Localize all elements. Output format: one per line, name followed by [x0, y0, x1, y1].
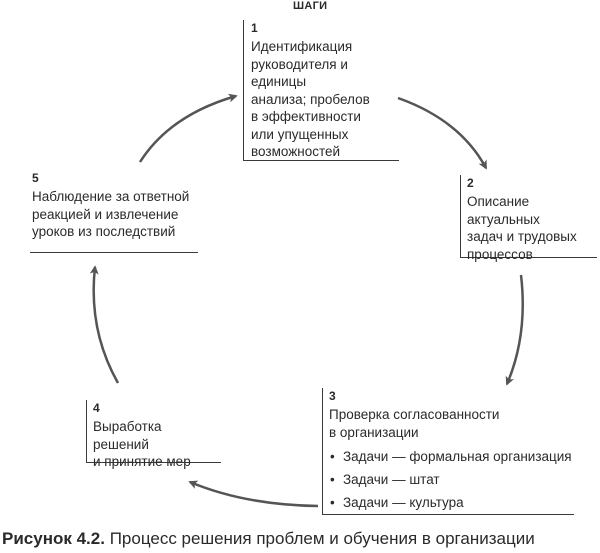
step-3-text: Проверка согласованности в организации: [329, 407, 500, 440]
step-5-text: Наблюдение за ответной реакцией и извлеч…: [32, 189, 190, 239]
step-5-box: 5 Наблюдение за ответной реакцией и извл…: [30, 170, 198, 253]
step-4-box: 4 Выработка решений и принятие мер: [86, 400, 221, 469]
step-2-box: 2 Описание актуальных задач и трудовых п…: [460, 175, 597, 262]
arrow-1-to-2: [397, 96, 488, 170]
figure-number: Рисунок 4.2.: [2, 529, 105, 548]
arrow-4-to-5: [89, 265, 120, 384]
step-3-bullet: Задачи — формальная организация: [329, 445, 574, 468]
step-1-text: Идентификация руководителя и единицы ана…: [251, 39, 370, 159]
arrow-3-to-4: [188, 480, 319, 508]
figure-caption-text: Процесс решения проблем и обучения в орг…: [109, 529, 535, 548]
step-3-number: 3: [329, 389, 336, 403]
figure-caption: Рисунок 4.2. Процесс решения проблем и о…: [2, 529, 535, 549]
arrow-5-to-1: [138, 93, 238, 163]
step-3-bullet: Задачи — штат: [329, 468, 574, 491]
arrow-2-to-3: [505, 274, 524, 386]
step-3-box: 3 Проверка согласованности в организации…: [322, 388, 574, 515]
step-1-number: 1: [251, 21, 258, 35]
step-4-number: 4: [93, 401, 100, 415]
step-5-number: 5: [32, 171, 39, 185]
step-3-bullet-list: Задачи — формальная организация Задачи —…: [329, 445, 574, 514]
step-4-text: Выработка решений и принятие мер: [93, 419, 191, 469]
steps-heading: ШАГИ: [293, 0, 328, 12]
step-1-box: 1 Идентификация руководителя и единицы а…: [243, 20, 399, 161]
step-2-number: 2: [467, 176, 474, 190]
step-3-bullet: Задачи — культура: [329, 491, 574, 514]
step-2-text: Описание актуальных задач и трудовых про…: [467, 194, 577, 262]
